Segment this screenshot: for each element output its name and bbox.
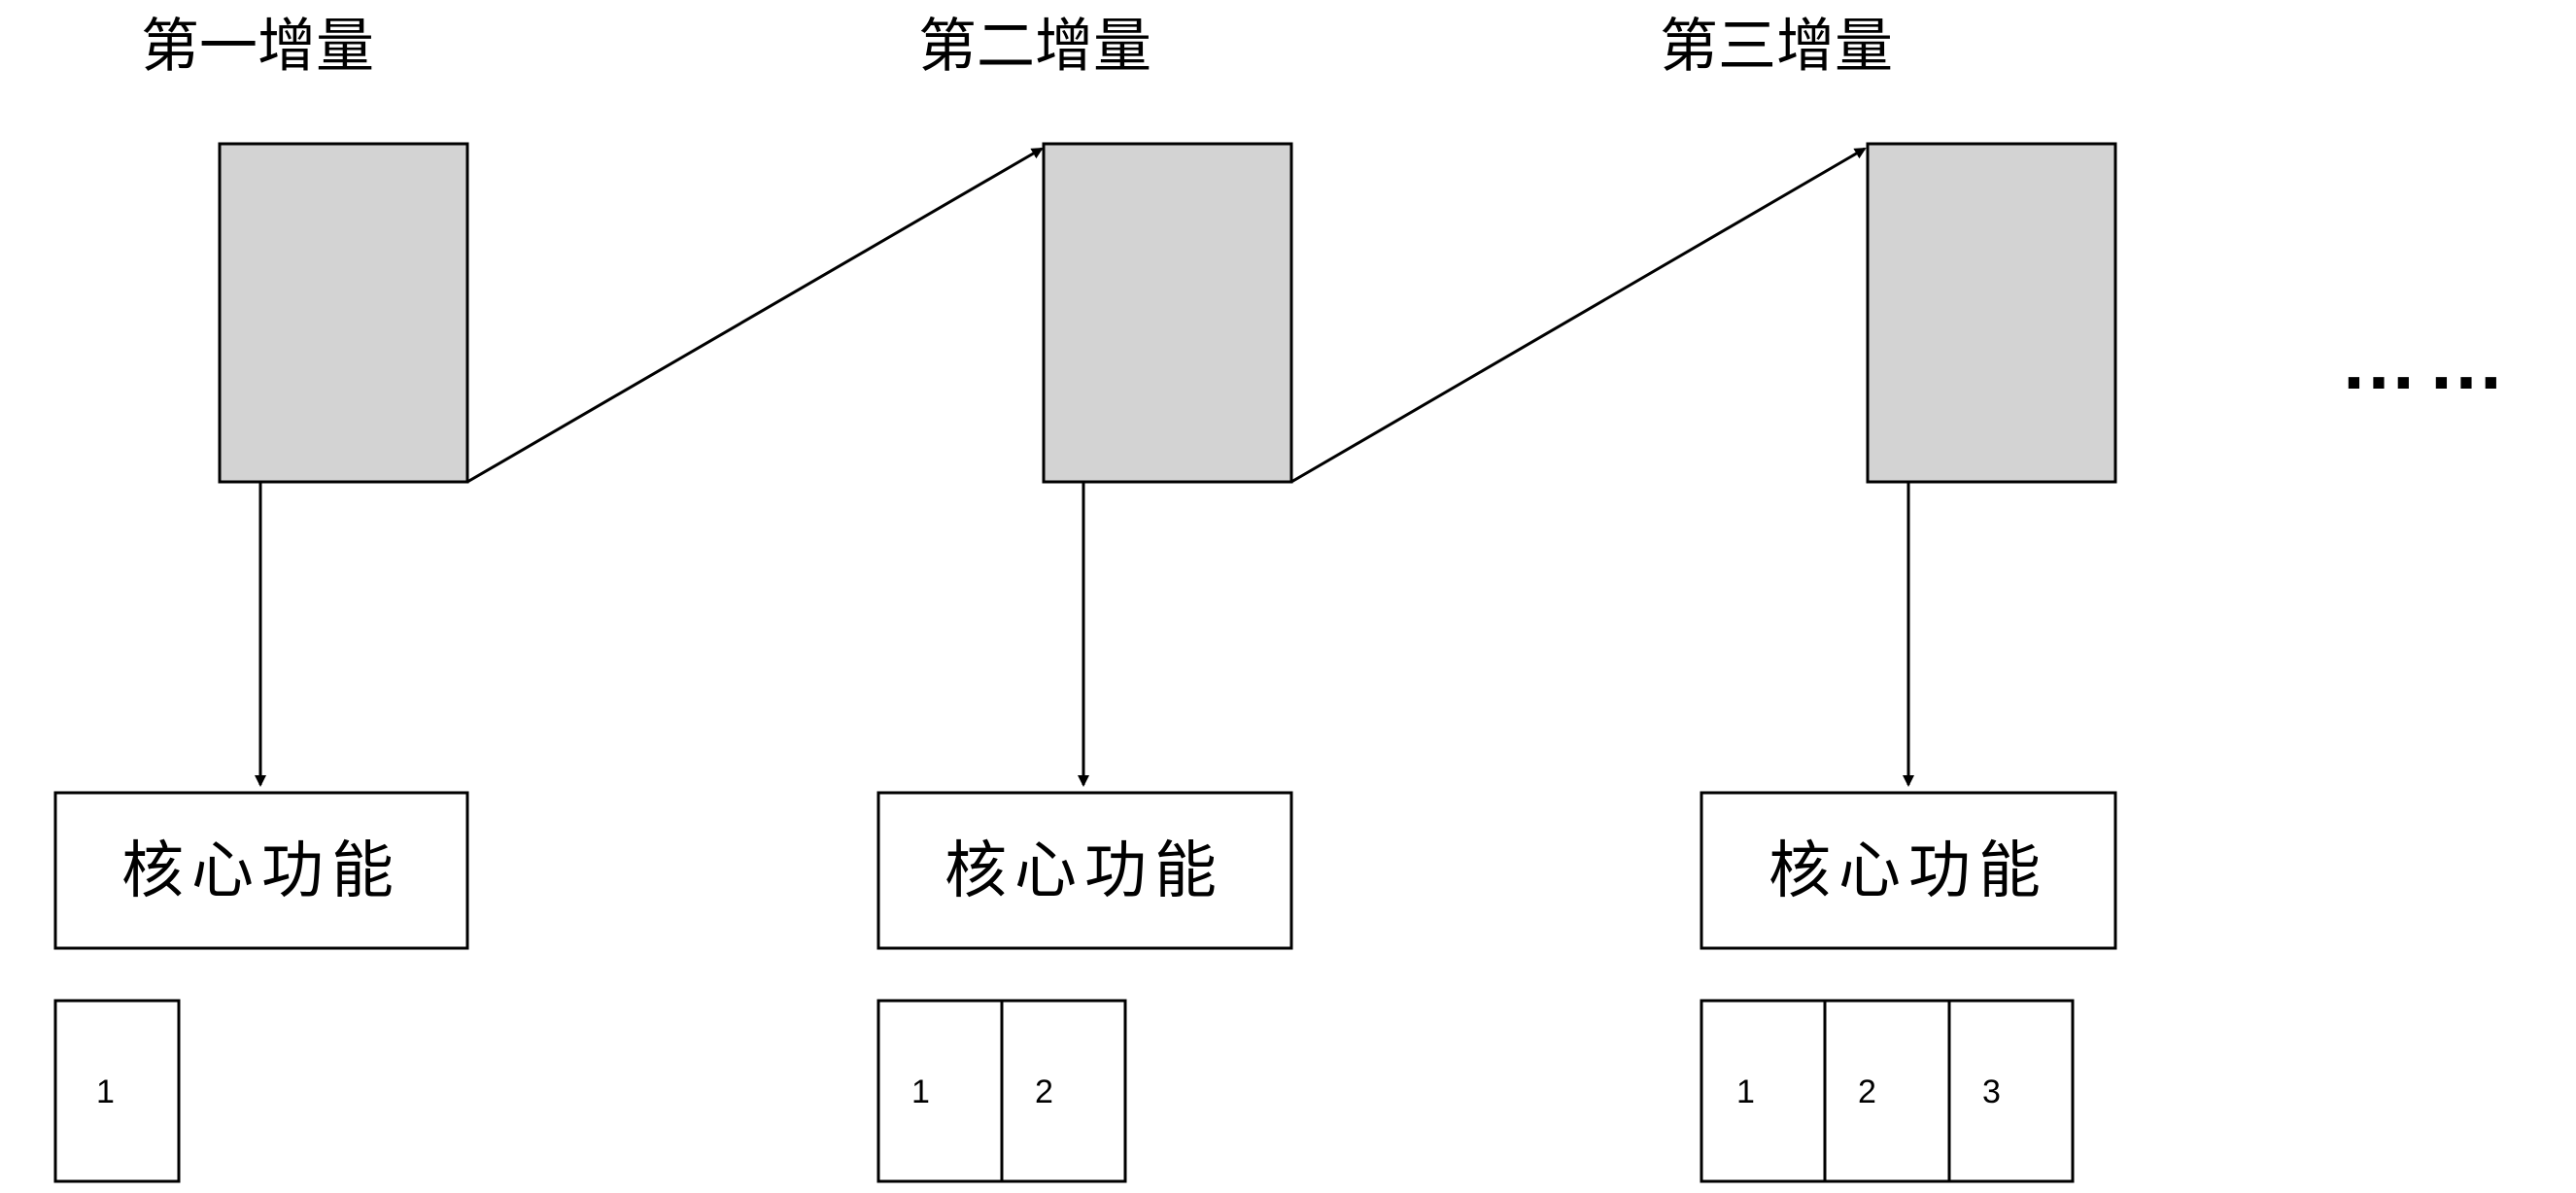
- continuation-ellipsis: ……: [2340, 319, 2515, 405]
- arrow-stage-2-to-3: [1290, 147, 1867, 484]
- stage-3-module-3: [1947, 999, 2075, 1183]
- stage-2-title: 第二增量: [918, 13, 1151, 81]
- stage-1-core-label: 核心功能: [121, 835, 401, 907]
- stage-2-module-1: [876, 999, 1004, 1183]
- stage-3-title: 第三增量: [1660, 13, 1893, 81]
- stage-1-increment-box: [218, 142, 469, 484]
- stage-1-core-box: [53, 791, 469, 950]
- stage-3-module-2: [1823, 999, 1951, 1183]
- stage-3-module-1-label: 1: [1736, 1074, 1755, 1110]
- stage-3-core-label: 核心功能: [1769, 835, 2048, 907]
- stage-1-module-1-label: 1: [96, 1074, 115, 1110]
- stage-1-title: 第一增量: [141, 13, 374, 81]
- stage-3-module-2-label: 2: [1858, 1074, 1876, 1110]
- stage-3-increment-box: [1866, 142, 2117, 484]
- stage-1: 第一增量 核心功能 1: [53, 13, 469, 1183]
- stage-3-module-3-label: 3: [1982, 1074, 2001, 1110]
- stage-2-core-box: [876, 791, 1293, 950]
- stage-2: 第二增量 核心功能 1 2: [876, 13, 1293, 1183]
- stage-3: 第三增量 核心功能 1 2 3: [1660, 13, 2117, 1183]
- stage-2-module-1-label: 1: [911, 1074, 930, 1110]
- stage-1-module-1: [53, 999, 181, 1183]
- stage-2-core-label: 核心功能: [945, 835, 1224, 907]
- arrow-stage-1-to-2: [466, 147, 1044, 484]
- stage-3-core-box: [1700, 791, 2117, 950]
- stage-2-increment-box: [1042, 142, 1293, 484]
- stage-2-module-2-label: 2: [1035, 1074, 1053, 1110]
- stage-2-module-2: [1000, 999, 1127, 1183]
- stage-3-module-1: [1700, 999, 1827, 1183]
